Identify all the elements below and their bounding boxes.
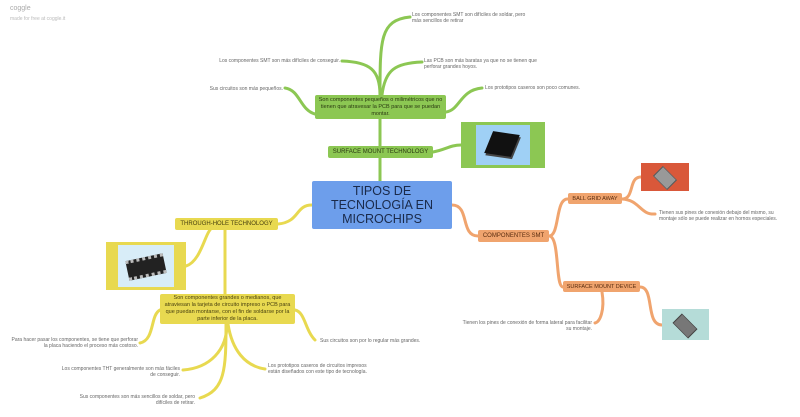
tht-note: Los prototipos caseros de circuitos impr… xyxy=(268,363,367,375)
dip-chip-image xyxy=(118,245,174,287)
smt-note: Los prototipos caseros son poco comunes. xyxy=(485,85,581,91)
smt-note: Los componentes SMT son más difíciles de… xyxy=(219,58,340,64)
smd-node[interactable]: SURFACE MOUNT DEVICE xyxy=(563,281,640,292)
smt-note: Sus circuitos son más pequeños. xyxy=(209,86,283,92)
smt-components-node[interactable]: COMPONENTES SMT xyxy=(478,230,549,242)
smd-note: Tienen los pines de conexión de forma la… xyxy=(462,320,592,332)
bga-image[interactable] xyxy=(641,163,689,191)
tht-image-node[interactable] xyxy=(106,242,186,290)
smt-description-node[interactable]: Son componentes pequeños o milimétricos … xyxy=(315,95,446,119)
smt-note: Los componentes SMT son difíciles de sol… xyxy=(412,12,526,24)
coggle-logo[interactable]: coggle xyxy=(10,5,31,12)
bga-note: Tienen sus pines de conexión debajo del … xyxy=(659,210,778,222)
tht-note: Sus componentes son más sencillos de sol… xyxy=(79,394,195,406)
smd-image[interactable] xyxy=(662,309,709,340)
bga-node[interactable]: BALL GRID AWAY xyxy=(568,193,622,204)
tht-description-node[interactable]: Son componentes grandes o medianos, que … xyxy=(160,294,295,324)
coggle-tagline[interactable]: made for free at coggle.it xyxy=(10,16,66,22)
smt-technology-node[interactable]: SURFACE MOUNT TECHNOLOGY xyxy=(328,146,433,158)
tht-note: Los componentes THT generalmente son más… xyxy=(61,366,180,378)
tht-note: Sus circuitos son por lo regular más gra… xyxy=(320,338,421,344)
tht-node[interactable]: THROUGH-HOLE TECHNOLOGY xyxy=(175,218,278,230)
smt-image-node[interactable] xyxy=(461,122,545,168)
tht-note: Para hacer pasar los componentes, se tie… xyxy=(11,337,138,349)
central-node[interactable]: TIPOS DE TECNOLOGÍA EN MICROCHIPS xyxy=(312,181,452,229)
smt-note: Las PCB son más baratas ya que no se tie… xyxy=(424,58,537,70)
chip-image xyxy=(476,125,530,165)
